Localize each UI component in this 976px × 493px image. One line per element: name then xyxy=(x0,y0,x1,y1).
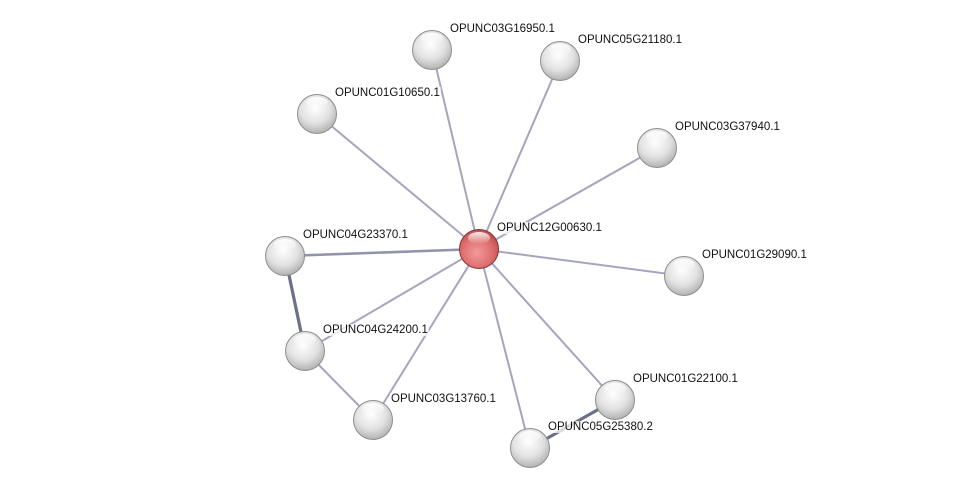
edge-opunc12g00630-1-opunc05g21180-1[interactable] xyxy=(478,60,561,250)
node-opunc03g13760-1[interactable]: OPUNC03G13760.1 xyxy=(353,393,497,440)
node-label[interactable]: OPUNC03G37940.1 xyxy=(675,121,780,133)
sphere-highlight xyxy=(294,334,316,346)
label-background xyxy=(302,229,409,241)
edge-opunc12g00630-1-opunc01g22100-1[interactable] xyxy=(478,248,616,401)
label-background xyxy=(322,324,429,336)
label-background xyxy=(674,121,781,133)
label-background xyxy=(334,87,441,99)
sphere-highlight xyxy=(604,383,626,395)
label-background xyxy=(449,23,556,35)
sphere-highlight xyxy=(549,44,571,56)
sphere-highlight xyxy=(468,232,490,244)
edge-opunc12g00630-1-opunc03g16950-1[interactable] xyxy=(431,49,480,250)
sphere-highlight xyxy=(421,33,443,45)
edge-opunc12g00630-1-opunc05g25380-2[interactable] xyxy=(478,248,531,449)
node-opunc04g24200-1[interactable]: OPUNC04G24200.1 xyxy=(285,324,429,371)
node-opunc01g10650-1[interactable]: OPUNC01G10650.1 xyxy=(297,87,441,134)
node-label[interactable]: OPUNC01G22100.1 xyxy=(633,373,738,385)
node-opunc05g21180-1[interactable]: OPUNC05G21180.1 xyxy=(540,34,683,81)
sphere-highlight xyxy=(306,97,328,109)
node-label[interactable]: OPUNC03G16950.1 xyxy=(450,23,555,35)
sphere-highlight xyxy=(646,131,668,143)
node-label[interactable]: OPUNC01G29090.1 xyxy=(702,249,807,261)
edge-opunc12g00630-1-opunc04g23370-1[interactable] xyxy=(284,247,480,258)
node-opunc12g00630-1[interactable]: OPUNC12G00630.1 xyxy=(459,222,603,269)
edge-opunc12g00630-1-opunc01g10650-1[interactable] xyxy=(316,113,480,250)
node-opunc01g29090-1[interactable]: OPUNC01G29090.1 xyxy=(664,249,808,296)
label-background xyxy=(547,421,654,433)
node-label[interactable]: OPUNC12G00630.1 xyxy=(497,222,602,234)
edge-opunc12g00630-1-opunc01g29090-1[interactable] xyxy=(478,248,685,277)
node-opunc03g37940-1[interactable]: OPUNC03G37940.1 xyxy=(637,121,781,168)
node-opunc04g23370-1[interactable]: OPUNC04G23370.1 xyxy=(265,229,409,276)
node-label[interactable]: OPUNC01G10650.1 xyxy=(335,87,440,99)
label-background xyxy=(577,34,683,46)
node-label[interactable]: OPUNC04G24200.1 xyxy=(323,324,428,336)
sphere-highlight xyxy=(673,259,695,271)
node-label[interactable]: OPUNC05G21180.1 xyxy=(578,34,682,46)
label-background xyxy=(701,249,808,261)
node-opunc03g16950-1[interactable]: OPUNC03G16950.1 xyxy=(412,23,556,70)
sphere-highlight xyxy=(519,431,541,443)
node-opunc01g22100-1[interactable]: OPUNC01G22100.1 xyxy=(595,373,739,420)
label-background xyxy=(496,222,603,234)
node-label[interactable]: OPUNC05G25380.2 xyxy=(548,421,653,433)
label-background xyxy=(390,393,497,405)
node-label[interactable]: OPUNC03G13760.1 xyxy=(391,393,496,405)
sphere-highlight xyxy=(362,403,384,415)
label-background xyxy=(632,373,739,385)
node-opunc05g25380-2[interactable]: OPUNC05G25380.2 xyxy=(510,421,654,468)
sphere-highlight xyxy=(274,239,296,251)
node-label[interactable]: OPUNC04G23370.1 xyxy=(303,229,408,241)
